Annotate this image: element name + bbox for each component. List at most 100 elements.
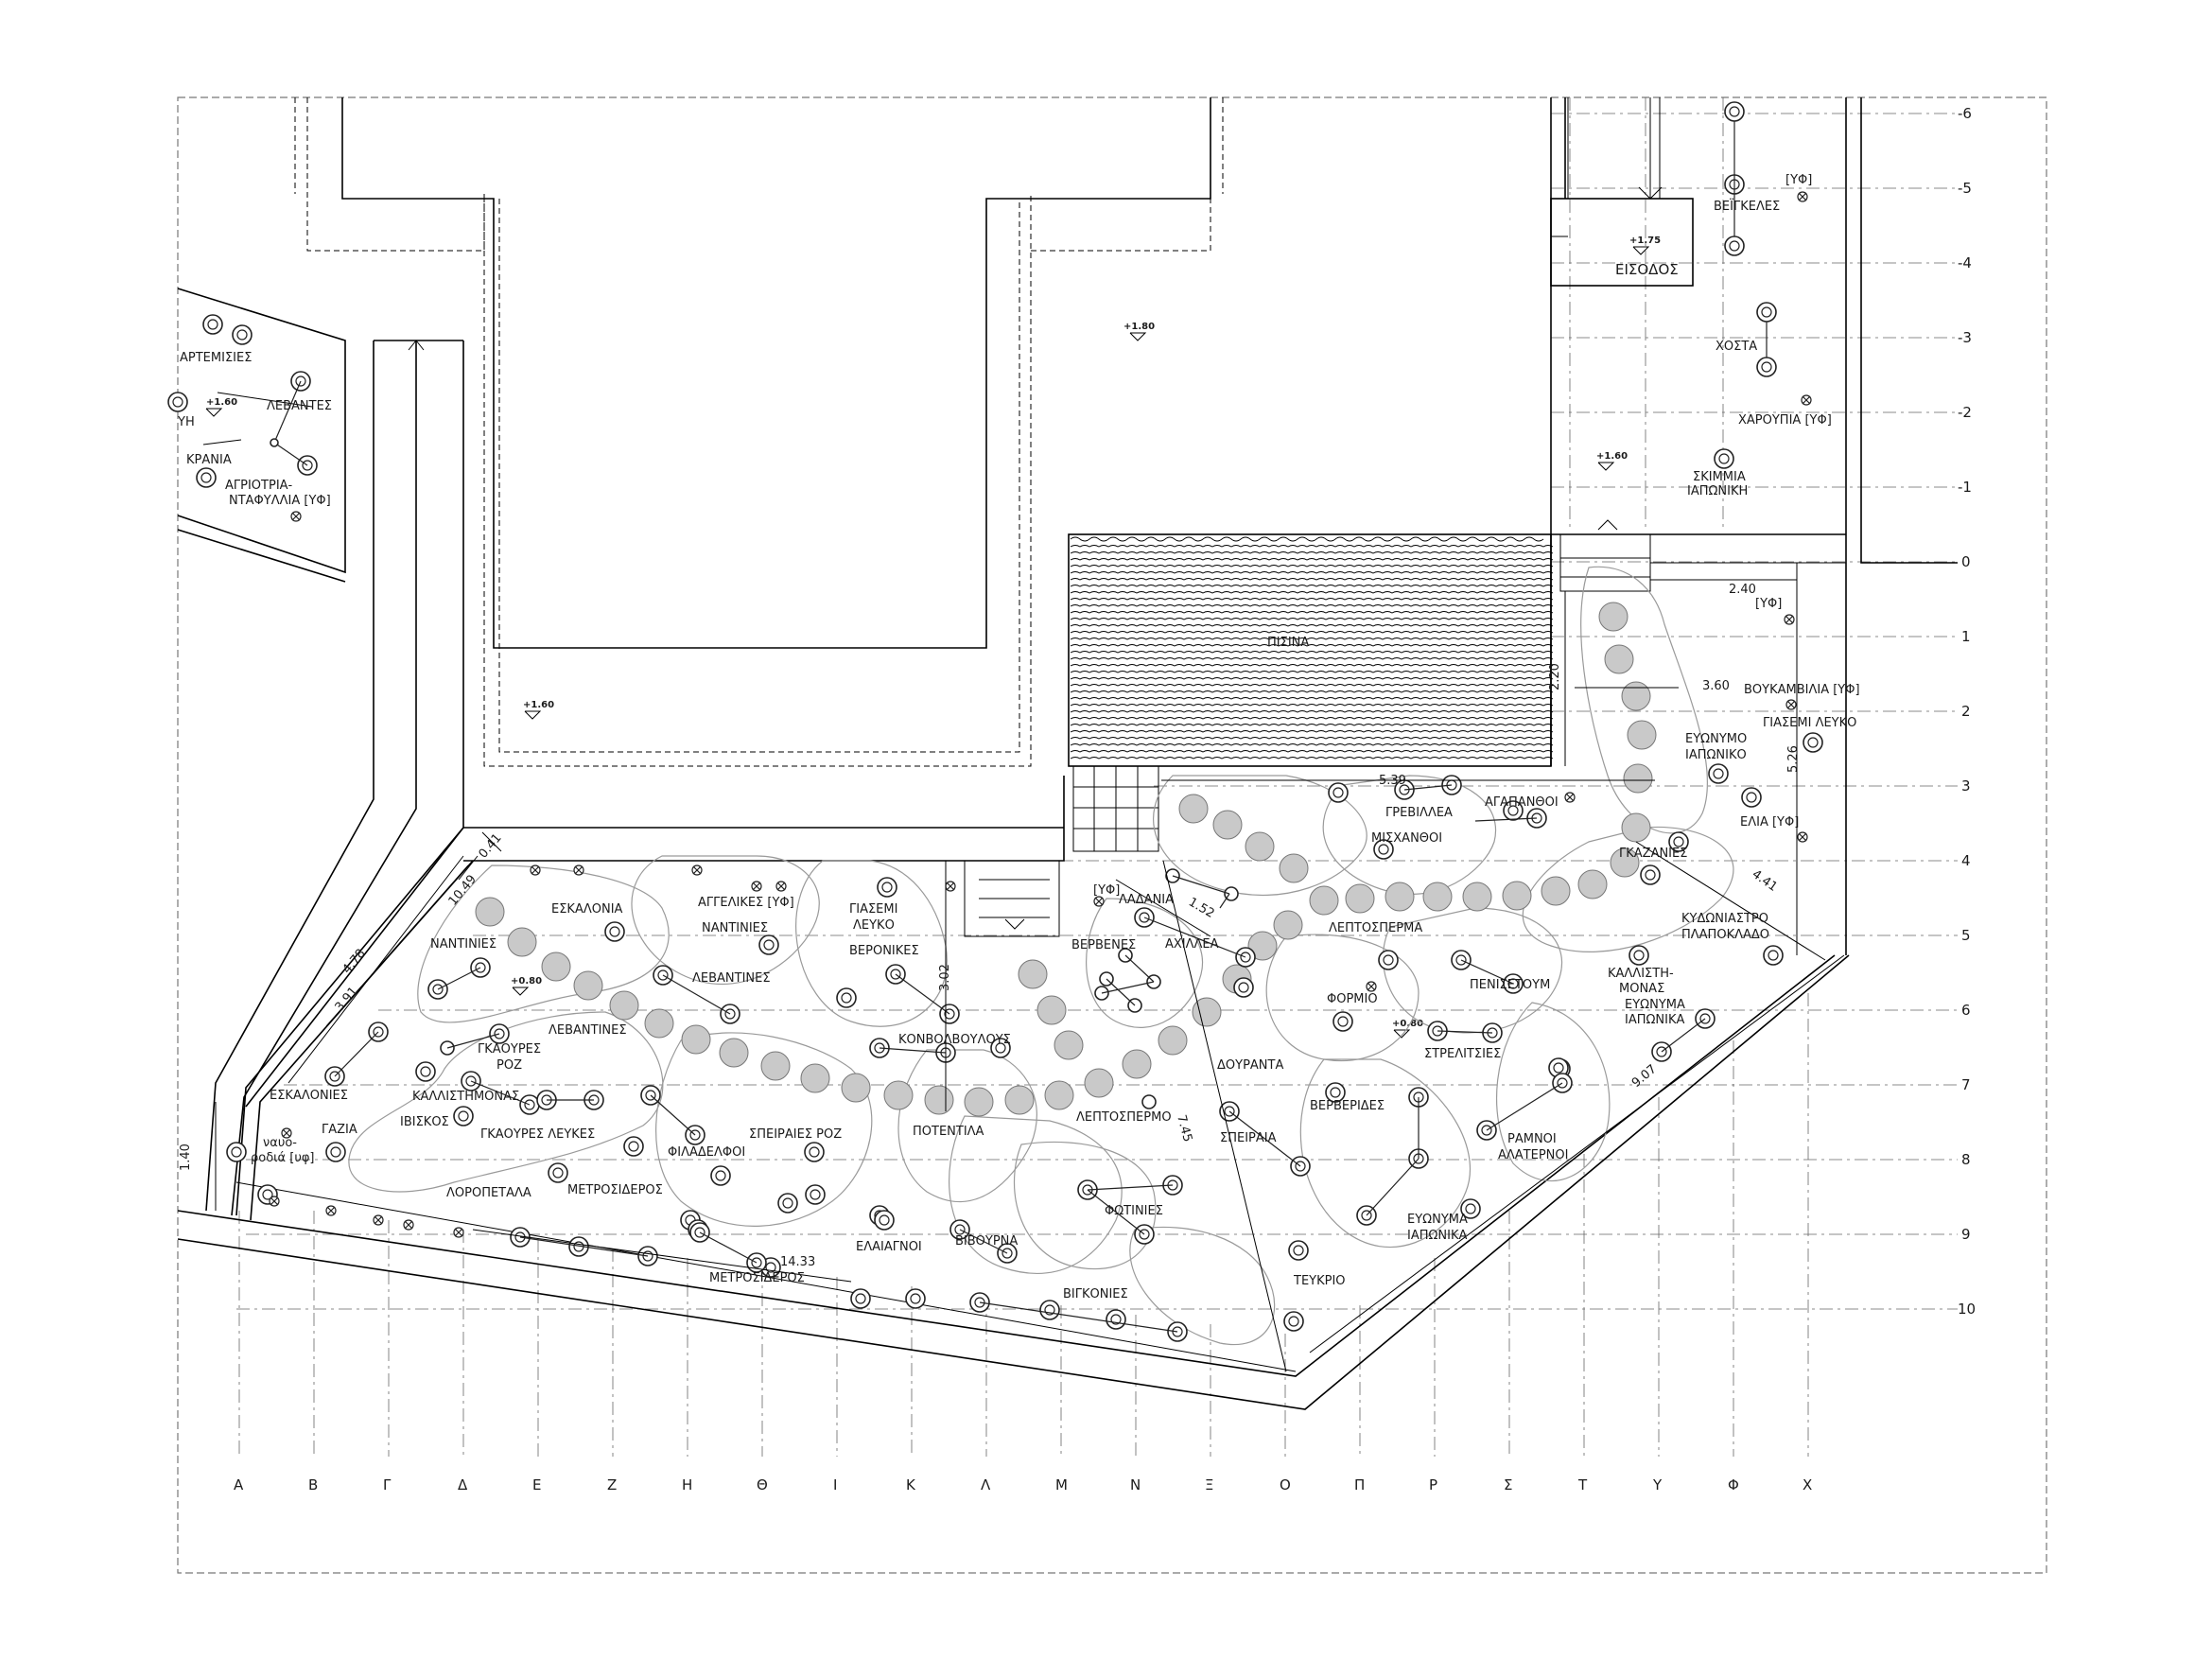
plant-label: ΓΙΑΣΕΜΙ: [849, 902, 897, 917]
plant-label: ΝΑΝΤΙΝΙΕΣ: [430, 937, 496, 952]
existing-plant-symbols: [269, 191, 1812, 1238]
level-marker: +1.75: [1629, 236, 1661, 246]
plant-label: ΦΙΛΑΔΕΛΦΟΙ: [668, 1145, 745, 1160]
plant-label: ΕΥΩΝΥΜΑ: [1625, 998, 1685, 1012]
pool-hatch-line: [1070, 657, 1554, 660]
plant-label: ΒΕΡΒΕΝΕΣ: [1071, 938, 1136, 952]
dimension-lines: [215, 563, 1845, 1372]
grid-col-label: Γ: [383, 1476, 392, 1493]
grid-col-label: Ξ: [1205, 1476, 1213, 1493]
plant-label: ΓΡΕΒΙΛΛΕΑ: [1385, 806, 1453, 820]
grid-row-label: 4: [1961, 852, 1971, 869]
dimension-label: 2.20: [1548, 663, 1562, 690]
grid-col-label: Ι: [833, 1476, 837, 1493]
pool-hatch-line: [1070, 651, 1554, 654]
plant-labels: ΑΡΤΕΜΙΣΙΕΣ ΛΕΒΑΝΤΕΣ ΚΡΑΝΙΑ ΑΓΡΙΟΤΡΙΑ- ΝΤ…: [177, 173, 1860, 1301]
plant-label: ΜΙΣΧΑΝΘΟΙ: [1371, 831, 1442, 846]
grid-col-label: Λ: [981, 1476, 991, 1493]
plant-label: ΤΕΥΚΡΙΟ: [1293, 1274, 1346, 1288]
dimension-label: 3.02: [938, 964, 952, 991]
pool-hatch-line: [1070, 690, 1554, 693]
grid-col-label: Π: [1354, 1476, 1365, 1493]
pool-hatch-line: [1070, 671, 1554, 673]
plant-label: ΦΩΤΙΝΙΕΣ: [1105, 1204, 1163, 1218]
dimension-label: 4.78: [340, 947, 369, 977]
grid-col-label: Ρ: [1429, 1476, 1437, 1493]
grid-row-label: 0: [1961, 553, 1971, 570]
grid-row-label: -5: [1958, 180, 1972, 197]
pool-hatch-line: [1070, 677, 1554, 680]
pool-hatch-line: [1070, 644, 1554, 647]
plant-label: ΜΕΤΡΟΣΙΔΕΡΟΣ: [709, 1271, 805, 1285]
grid-col-label: Σ: [1504, 1476, 1512, 1493]
plant-label: ΑΓΑΠΑΝΘΟΙ: [1485, 795, 1559, 810]
plant-label: ΑΓΡΙΟΤΡΙΑ-: [225, 479, 293, 493]
plant-label: ΛΕΒΑΝΤΙΝΕΣ: [549, 1023, 627, 1038]
plant-label: ΧΑΡΟΥΠΙΑ [ΥΦ]: [1738, 413, 1832, 428]
grid-row-label: 10: [1958, 1301, 1976, 1318]
grid-col-label: Φ: [1728, 1476, 1739, 1493]
pool-hatch-line: [1070, 717, 1554, 720]
plant-label: ΓΑΖΙΑ: [322, 1123, 357, 1137]
grid-col-label: Μ: [1055, 1476, 1068, 1493]
pool-hatch-line: [1070, 704, 1554, 707]
plant-label: ΣΤΡΕΛΙΤΣΙΕΣ: [1424, 1047, 1501, 1061]
grid-col-label: Α: [234, 1476, 244, 1493]
entrance-box: [1550, 198, 1694, 287]
plant-label: [ΥΦ]: [1785, 173, 1812, 187]
grid-col-label: Θ: [757, 1476, 768, 1493]
level-marker: +1.60: [1596, 451, 1628, 462]
level-markers: +1.80 +1.60 +1.60 +1.75 +1.60 +0.80 +0.8…: [205, 236, 1661, 1039]
plant-label: ΙΒΙΣΚΟΣ: [400, 1115, 449, 1129]
pool-hatch-line: [1070, 637, 1554, 640]
plant-label: ΚΑΛΛΙΣΤΗΜΟΝΑΣ: [412, 1090, 519, 1104]
plant-label: ροδιά [υφ]: [251, 1151, 315, 1165]
plant-label: ΕΥΩΝΥΜΟ: [1685, 732, 1747, 746]
pool-hatch-line: [1070, 571, 1554, 574]
plant-label: ΑΧΙΛΛΕΑ: [1165, 937, 1219, 952]
dimension-label: 5.39: [1379, 774, 1406, 788]
pool-hatch-line: [1070, 730, 1554, 733]
grid-col-label: Ν: [1130, 1476, 1141, 1493]
grid-row-labels: -6 -5 -4 -3 -2 -1 0 1 2 3 4 5 6 7 8 9 10: [1958, 105, 1976, 1318]
grid-row-label: 7: [1961, 1076, 1971, 1093]
plant-label: ΕΛΙΑ [ΥΦ]: [1740, 815, 1799, 830]
pool-hatch-line: [1070, 624, 1554, 627]
plant-label: ΚΟΝΒΟΛΒΟΥΛΟΥΣ: [898, 1033, 1011, 1047]
plant-label: ναυο-: [263, 1136, 297, 1150]
pool-hatch-line: [1070, 750, 1554, 753]
plant-label: ΕΣΚΑΛΟΝΙΑ: [551, 902, 623, 917]
dimension-label: 3.60: [1702, 679, 1730, 693]
plant-label: ΣΠΕΙΡΑΙΕΣ ΡΟΖ: [749, 1127, 842, 1142]
grid-row-label: 9: [1961, 1226, 1971, 1243]
plant-label: ΓΚΑΖΑΝΙΕΣ: [1619, 847, 1687, 861]
plant-label: ΛΕΥΚΟ: [853, 918, 895, 933]
plant-label: ΚΑΛΛΙΣΤΗ-: [1608, 967, 1674, 981]
pool-hatch-line: [1070, 558, 1554, 561]
pool-hatch-line: [1070, 757, 1554, 760]
plant-label: ΒΙΓΚΟΝΙΕΣ: [1063, 1287, 1128, 1301]
pool-hatch-line: [1070, 591, 1554, 594]
grid-col-label: Δ: [458, 1476, 468, 1493]
grid-col-label: Η: [682, 1476, 692, 1493]
pool-hatch-line: [1070, 611, 1554, 614]
pool-label: ΠΙΣΙΝΑ: [1267, 636, 1309, 650]
grid-column-labels: Α Β Γ Δ Ε Ζ Η Θ Ι Κ Λ Μ Ν Ξ Ο Π Ρ Σ Τ Υ …: [234, 1476, 1812, 1493]
level-marker: +1.60: [206, 397, 237, 408]
entrance-label: ΕΙΣΟΔΟΣ: [1615, 261, 1679, 278]
plant-label: ΛΟΡΟΠΕΤΑΛΑ: [446, 1186, 531, 1200]
grid-row-label: 5: [1961, 927, 1971, 944]
grid-row-label: 8: [1961, 1151, 1971, 1168]
grid-col-label: Κ: [906, 1476, 916, 1493]
grid-col-label: Ζ: [607, 1476, 617, 1493]
plant-label: ΕΣΚΑΛΟΝΙΕΣ: [270, 1089, 348, 1103]
plant-label: ΛΑΔΑΝΙΑ: [1119, 893, 1174, 907]
plant-label: ΓΚΑΟΥΡΕΣ: [478, 1042, 541, 1057]
plant-label: ΒΙΒΟΥΡΝΑ: [955, 1234, 1018, 1249]
dimension-label: 1.40: [179, 1144, 193, 1171]
plant-label: ΝΤΑΦΥΛΛΙΑ [ΥΦ]: [229, 494, 331, 508]
dimension-label: 0.41: [477, 831, 505, 862]
hedge-row-centre: [1018, 602, 1657, 1060]
plant-label: ΛΕΒΑΝΤΕΣ: [267, 399, 332, 413]
